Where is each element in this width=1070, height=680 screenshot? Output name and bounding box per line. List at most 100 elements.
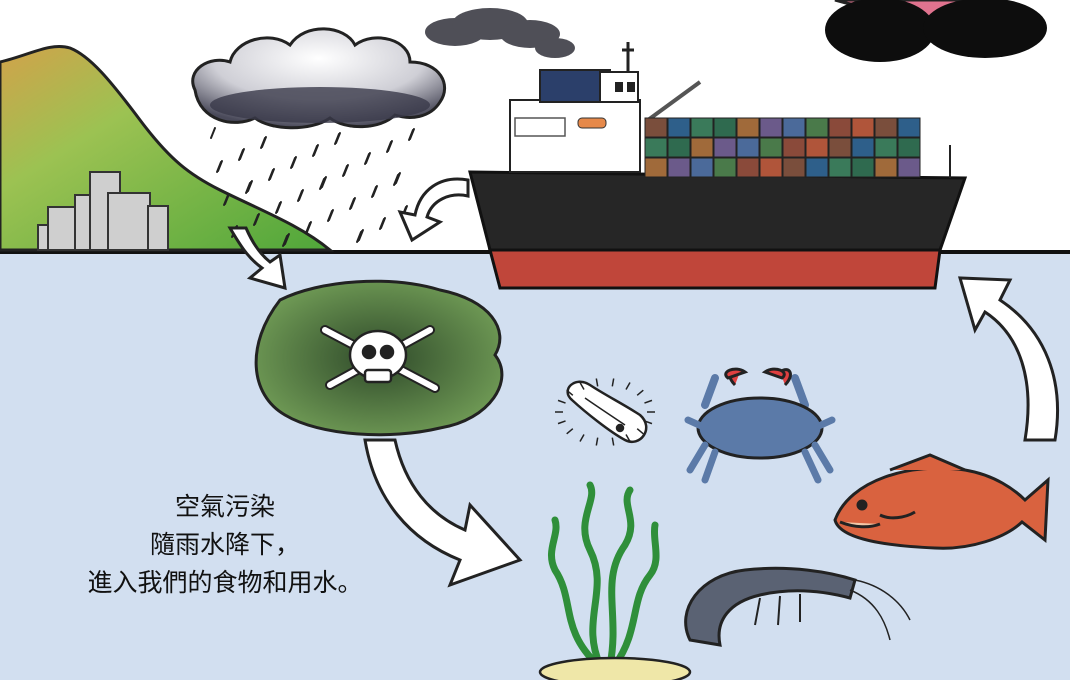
raindrop: [253, 214, 259, 226]
caption-line-1: 空氣污染: [174, 492, 275, 521]
cargo-container: [736, 137, 760, 158]
container-ship: [468, 42, 968, 290]
cargo-container: [782, 137, 806, 158]
cargo-container: [874, 157, 898, 178]
raindrop: [290, 157, 296, 169]
city-buildings: [37, 171, 169, 251]
microbe-cilium: [644, 399, 653, 404]
cargo-container: [667, 157, 691, 178]
microbe-cilium: [595, 378, 599, 387]
cargo-container: [874, 137, 898, 158]
raindrop: [297, 190, 303, 202]
cargo-container: [759, 157, 783, 178]
raindrop: [342, 165, 348, 177]
microbe-cilium: [595, 437, 599, 446]
cargo-container: [759, 137, 783, 158]
cargo-container: [667, 117, 691, 138]
raindrop: [386, 141, 392, 153]
raindrop: [216, 161, 222, 173]
cargo-container: [736, 117, 760, 138]
rain-cloud: [191, 27, 447, 130]
cargo-container: [713, 137, 737, 158]
microbe-icon: [555, 378, 655, 446]
microbe-cilium: [557, 420, 566, 425]
cargo-container: [782, 157, 806, 178]
cargo-container: [690, 117, 714, 138]
raindrop: [379, 218, 385, 230]
fish-icon: [833, 453, 1050, 550]
seaweed-icon: [547, 481, 660, 669]
raindrop: [312, 145, 318, 157]
sea-background: [0, 252, 1070, 680]
raindrop: [223, 194, 229, 206]
arrow-pollution-to-seabed: [363, 438, 523, 588]
cargo-container: [851, 157, 875, 178]
cargo-container: [828, 117, 852, 138]
microbe-cilium: [557, 399, 566, 404]
caption-container: 空氣污染 隨雨水降下， 進入我們的食物和用水。: [87, 492, 363, 597]
cargo-container: [644, 117, 668, 138]
microbe-cilium: [636, 428, 644, 435]
microbe-cilium: [625, 434, 631, 442]
arrow-fish-to-ship: [957, 276, 1060, 442]
cargo-container: [690, 157, 714, 178]
cargo-container: [713, 117, 737, 138]
raindrop: [349, 198, 355, 210]
cargo-container: [644, 157, 668, 178]
raindrop: [305, 222, 311, 234]
raindrop: [327, 210, 333, 222]
cargo-container: [690, 137, 714, 158]
cargo-containers: [644, 117, 921, 178]
skull-crossbones-icon: [320, 325, 440, 393]
character-feet: [825, 0, 1047, 62]
cargo-container: [897, 137, 921, 158]
raindrop: [282, 235, 288, 247]
raindrop: [245, 182, 251, 194]
smoke-plume: [425, 8, 575, 58]
microbe-cilium: [566, 428, 574, 435]
raindrop: [275, 202, 281, 214]
cargo-container: [736, 157, 760, 178]
microbe-cilium: [625, 382, 631, 390]
raindrop: [210, 127, 216, 139]
cargo-container: [897, 117, 921, 138]
raindrop: [334, 133, 340, 145]
cargo-container: [667, 137, 691, 158]
cargo-container: [828, 157, 852, 178]
raindrop: [268, 169, 274, 181]
raindrop: [364, 153, 370, 165]
cargo-container: [805, 117, 829, 138]
raindrop: [371, 186, 377, 198]
cargo-container: [897, 157, 921, 178]
raindrop: [238, 149, 244, 161]
cargo-container: [713, 157, 737, 178]
microbe-cilium: [566, 389, 574, 396]
microbe-cilium: [579, 382, 585, 390]
microbe-cilium: [611, 378, 615, 387]
raindrop: [408, 129, 414, 141]
arrow-land-to-sea: [227, 226, 287, 291]
arrow-ship-to-land: [397, 177, 470, 243]
raindrop: [260, 137, 266, 149]
microbe-cilium: [611, 437, 615, 446]
cargo-container: [759, 117, 783, 138]
caption-line-2: 隨雨水降下，: [149, 530, 300, 559]
microbe-cilium: [579, 434, 585, 442]
microbe-cilium: [644, 420, 653, 425]
shrimp-icon: [684, 566, 911, 647]
cargo-container: [782, 117, 806, 138]
cargo-container: [874, 117, 898, 138]
cargo-container: [805, 137, 829, 158]
cargo-container: [828, 137, 852, 158]
cargo-container: [851, 117, 875, 138]
cargo-container: [805, 157, 829, 178]
caption-line-3: 進入我們的食物和用水。: [87, 568, 363, 597]
raindrop: [356, 231, 362, 243]
microbe-cilium: [636, 389, 644, 396]
crab-icon: [684, 367, 836, 484]
cargo-container: [851, 137, 875, 158]
cargo-container: [644, 137, 668, 158]
raindrop: [393, 174, 399, 186]
raindrop: [319, 178, 325, 190]
